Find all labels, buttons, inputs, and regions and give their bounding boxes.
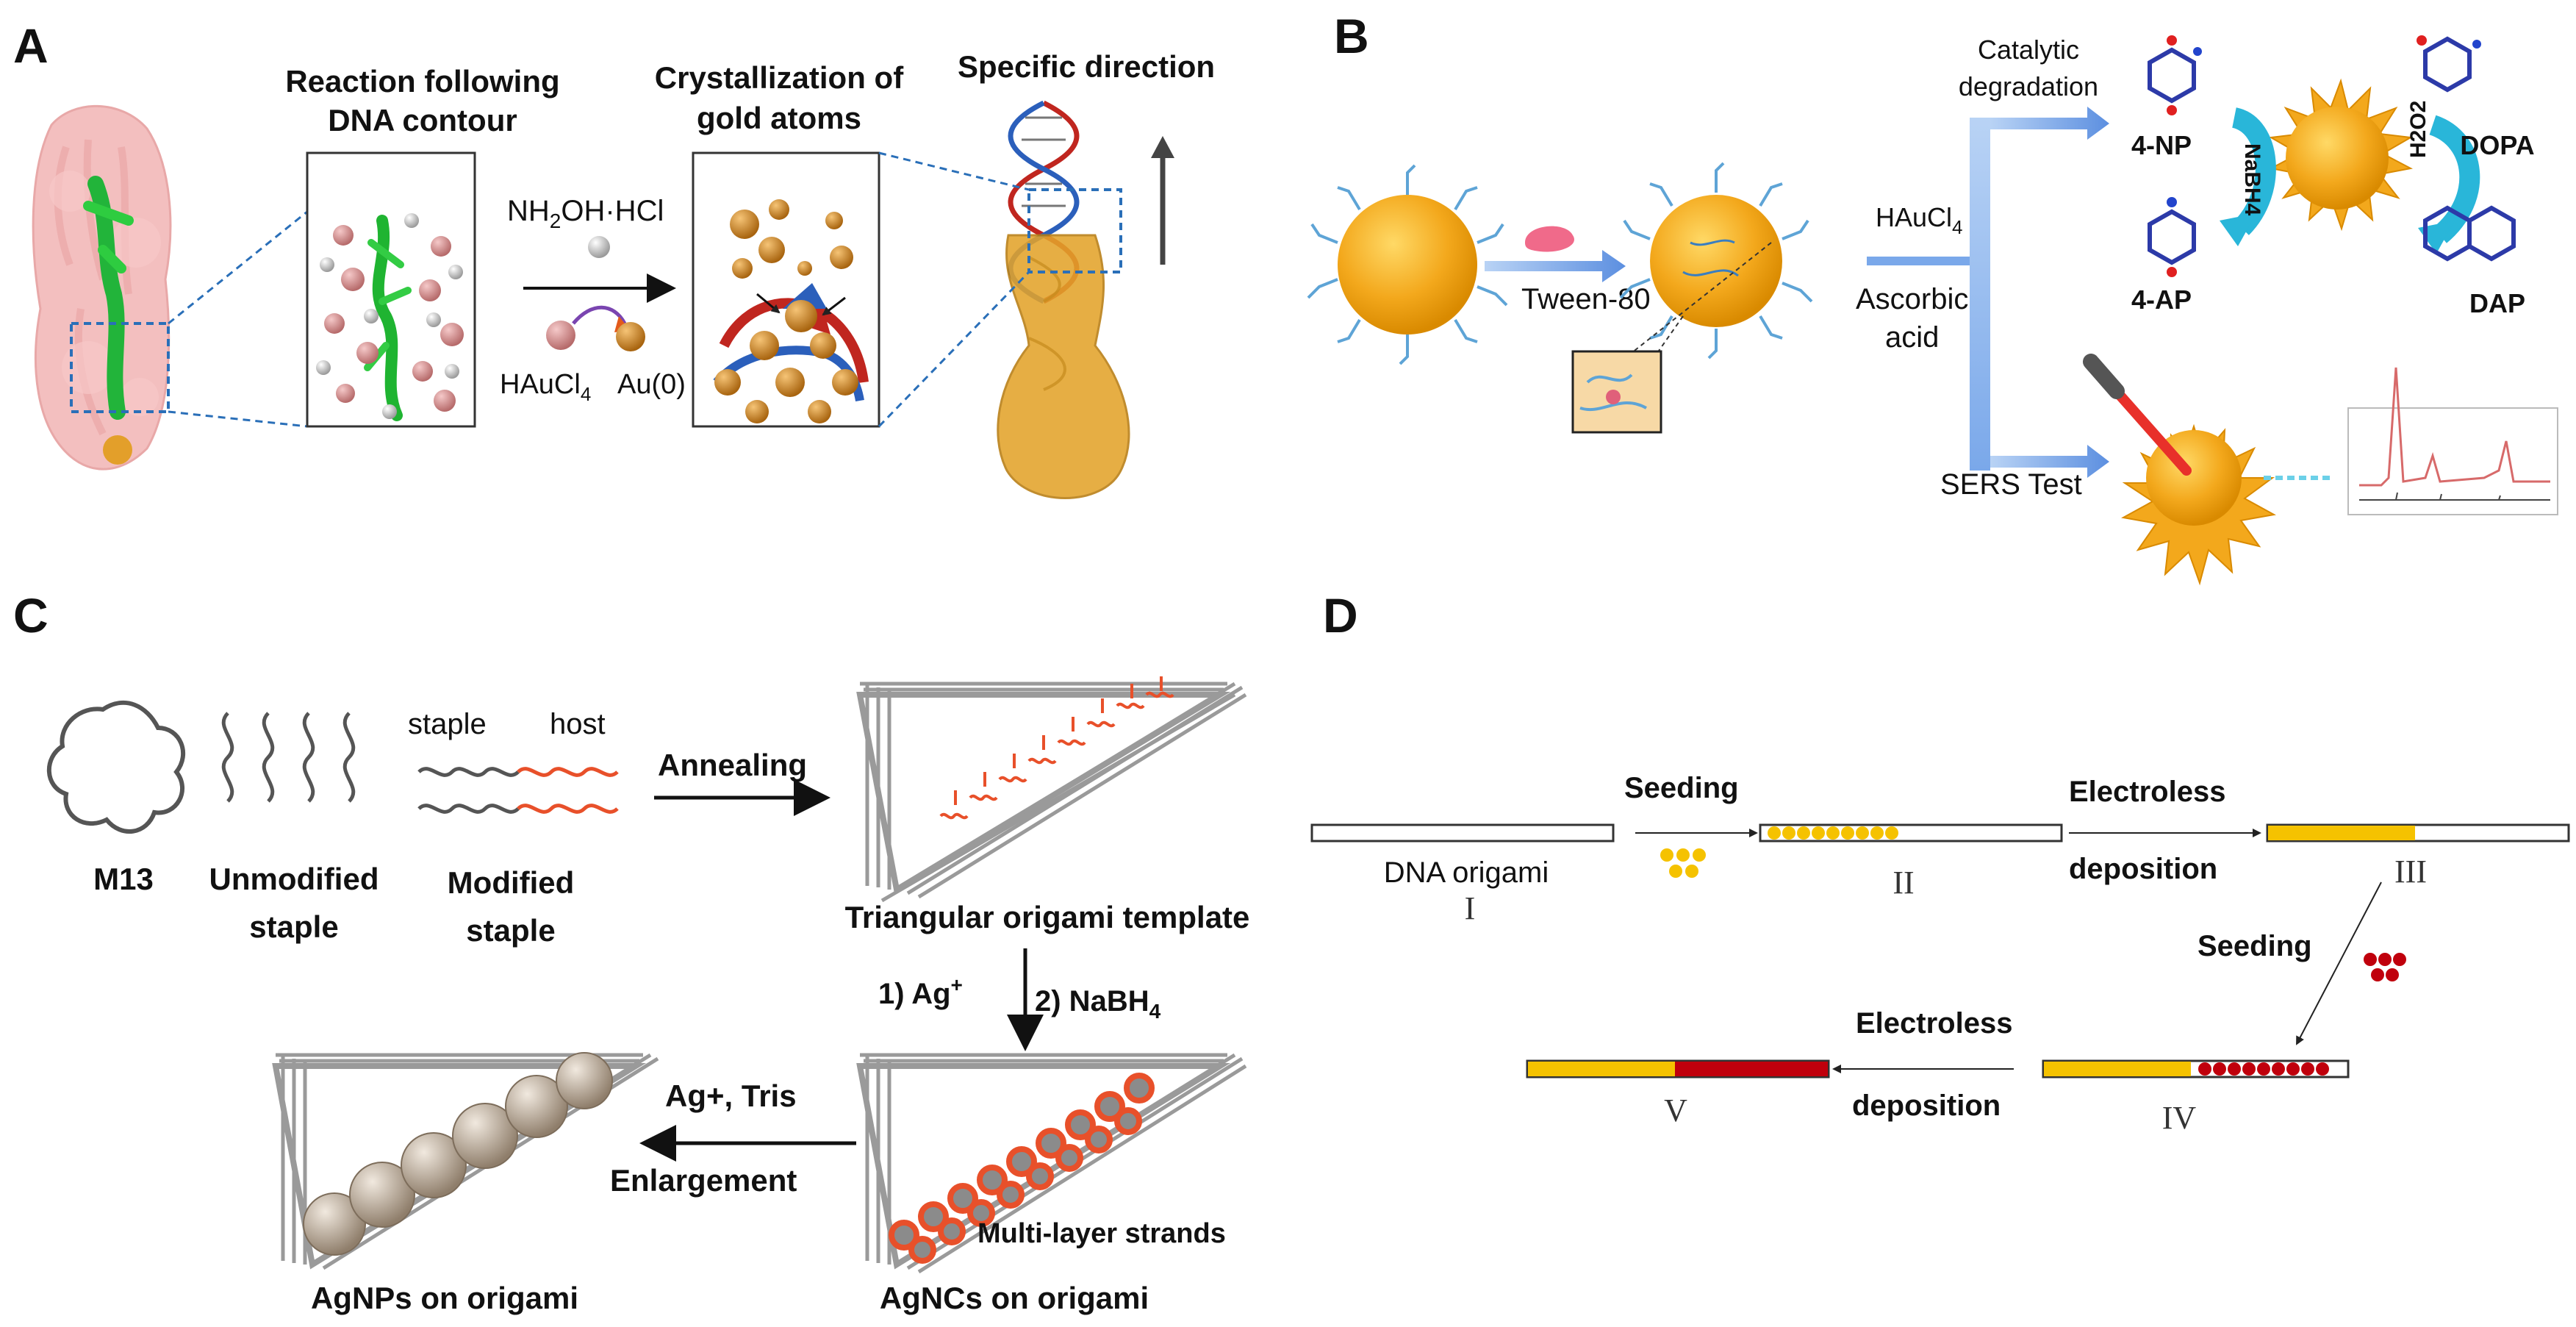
heading-reaction-l2: DNA contour — [328, 103, 517, 137]
panel-label-d: D — [1323, 588, 1358, 643]
label-electroless-2-l1: Electroless — [1856, 1007, 2012, 1040]
label-triangular-template: Triangular origami template — [845, 900, 1250, 934]
label-agnc-origami: AgNCs on origami — [880, 1281, 1149, 1315]
label-host: host — [550, 708, 606, 740]
conversion-curve-arrow — [572, 305, 627, 325]
sers-particle — [2083, 354, 2330, 586]
dna-helix-gold-growth — [997, 100, 1130, 499]
m13-scaffold — [46, 701, 185, 834]
inset-crystallization — [692, 151, 880, 428]
reagent-nh2oh: NH2OH·HCl — [507, 195, 664, 232]
molecule-4ap — [2148, 197, 2196, 277]
spiky-gold-particle — [2268, 78, 2414, 232]
branch-arrows — [1970, 107, 2109, 478]
product-label: Au(0) — [617, 369, 686, 400]
zoom-line-a2-bottom — [878, 271, 1030, 428]
label-4np: 4-NP — [2131, 130, 2192, 160]
label-nabh4-c: 2) NaBH4 — [1035, 985, 1161, 1023]
label-catalytic-l2: degradation — [1959, 71, 2098, 101]
gold-seeds-1 — [1660, 848, 1706, 878]
zoom-line-a1-top — [168, 210, 308, 325]
origami-template — [856, 676, 1247, 903]
arrow-tween — [1485, 250, 1626, 282]
cyan-arrow-reduction — [2231, 107, 2276, 235]
label-multi-layer: Multi-layer strands — [977, 1218, 1226, 1249]
molecule-dopa — [2417, 35, 2481, 93]
origami-bar-iv — [2042, 1059, 2350, 1079]
label-electroless-2-l2: deposition — [1852, 1090, 2001, 1122]
molecule-dap — [2423, 205, 2516, 262]
label-modified-l1: Modified — [448, 865, 575, 900]
label-dap: DAP — [2469, 288, 2525, 318]
panel-label-b: B — [1334, 9, 1369, 63]
label-h2o2: H2O2 — [2406, 101, 2430, 158]
heading-crystallization-l2: gold atoms — [697, 101, 861, 135]
roman-iii: III — [2394, 854, 2427, 890]
panel-a: A Reaction following DNA contour — [13, 18, 1215, 499]
label-modified-l2: staple — [466, 913, 555, 948]
panel-d: D DNA origami I Seeding II Electroless d… — [1310, 588, 2570, 1136]
red-seeds-2 — [2364, 953, 2406, 981]
inset-reaction — [306, 151, 476, 428]
precursor-label: HAuCl4 — [500, 369, 591, 405]
label-dopa: DOPA — [2460, 130, 2534, 160]
roman-ii: II — [1892, 865, 1914, 901]
label-sers-test: SERS Test — [1940, 468, 2082, 501]
panel-label-c: C — [13, 588, 49, 643]
zoom-box-a1 — [70, 322, 170, 413]
label-unmodified-l1: Unmodified — [209, 862, 379, 896]
label-ascorbic-l1: Ascorbic — [1856, 283, 1968, 315]
sers-spectrum — [2347, 367, 2558, 515]
label-unmodified-l2: staple — [249, 909, 338, 944]
label-ascorbic-l2: acid — [1885, 321, 1939, 354]
reductant-atom — [588, 236, 610, 258]
origami-bar-i — [1310, 823, 1615, 843]
gold-nanoparticle-coated — [1571, 162, 1813, 434]
gold-nanoparticle-start — [1307, 164, 1508, 365]
label-4ap: 4-AP — [2131, 285, 2192, 315]
zoom-line-a1-bottom — [168, 410, 308, 428]
arrow-seeding-2 — [2296, 881, 2382, 1045]
panel-label-a: A — [13, 18, 49, 73]
label-electroless-1-l2: deposition — [2069, 853, 2217, 885]
label-dna-origami: DNA origami — [1384, 856, 1549, 889]
label-ag-plus: 1) Ag+ — [878, 973, 963, 1010]
panel-c: C M13 Unmodified staple staple host Modi… — [13, 588, 1249, 1315]
zoom-line-a2-top — [878, 151, 1030, 191]
origami-agnc — [856, 1053, 1247, 1274]
heading-specific-direction: Specific direction — [958, 49, 1215, 84]
gold-atom — [616, 322, 645, 351]
tween-blob — [1525, 226, 1574, 252]
heading-reaction-l1: Reaction following — [285, 64, 559, 99]
modified-staples — [417, 767, 619, 814]
label-haucl4-b: HAuCl4 — [1876, 202, 1963, 238]
origami-bar-iii — [2266, 823, 2570, 843]
heading-crystallization-l1: Crystallization of — [655, 60, 904, 95]
label-enlargement: Enlargement — [610, 1163, 797, 1198]
precursor-atom — [546, 321, 575, 350]
label-m13: M13 — [93, 862, 154, 896]
panel-b: B Tween-80 HAuCl4 Ascorbic — [1307, 9, 2558, 586]
label-catalytic-l1: Catalytic — [1978, 35, 2079, 65]
label-agnp-origami: AgNPs on origami — [311, 1281, 578, 1315]
origami-bar-v — [1526, 1059, 1830, 1079]
roman-iv: IV — [2162, 1100, 2197, 1136]
label-annealing: Annealing — [658, 748, 807, 782]
dna-template-blob — [32, 104, 172, 471]
roman-i: I — [1465, 890, 1476, 926]
unmodified-staples — [221, 712, 356, 803]
label-staple: staple — [408, 708, 487, 740]
label-ag-tris: Ag+, Tris — [665, 1079, 797, 1113]
label-nabh4: NaBH4 — [2240, 143, 2264, 216]
origami-bar-ii — [1759, 823, 2063, 843]
origami-agnp — [272, 1052, 659, 1270]
molecule-4np — [2148, 35, 2202, 115]
label-seeding-1: Seeding — [1624, 772, 1739, 804]
roman-v: V — [1664, 1092, 1687, 1129]
label-electroless-1-l1: Electroless — [2069, 776, 2225, 808]
label-seeding-2: Seeding — [2198, 930, 2312, 962]
